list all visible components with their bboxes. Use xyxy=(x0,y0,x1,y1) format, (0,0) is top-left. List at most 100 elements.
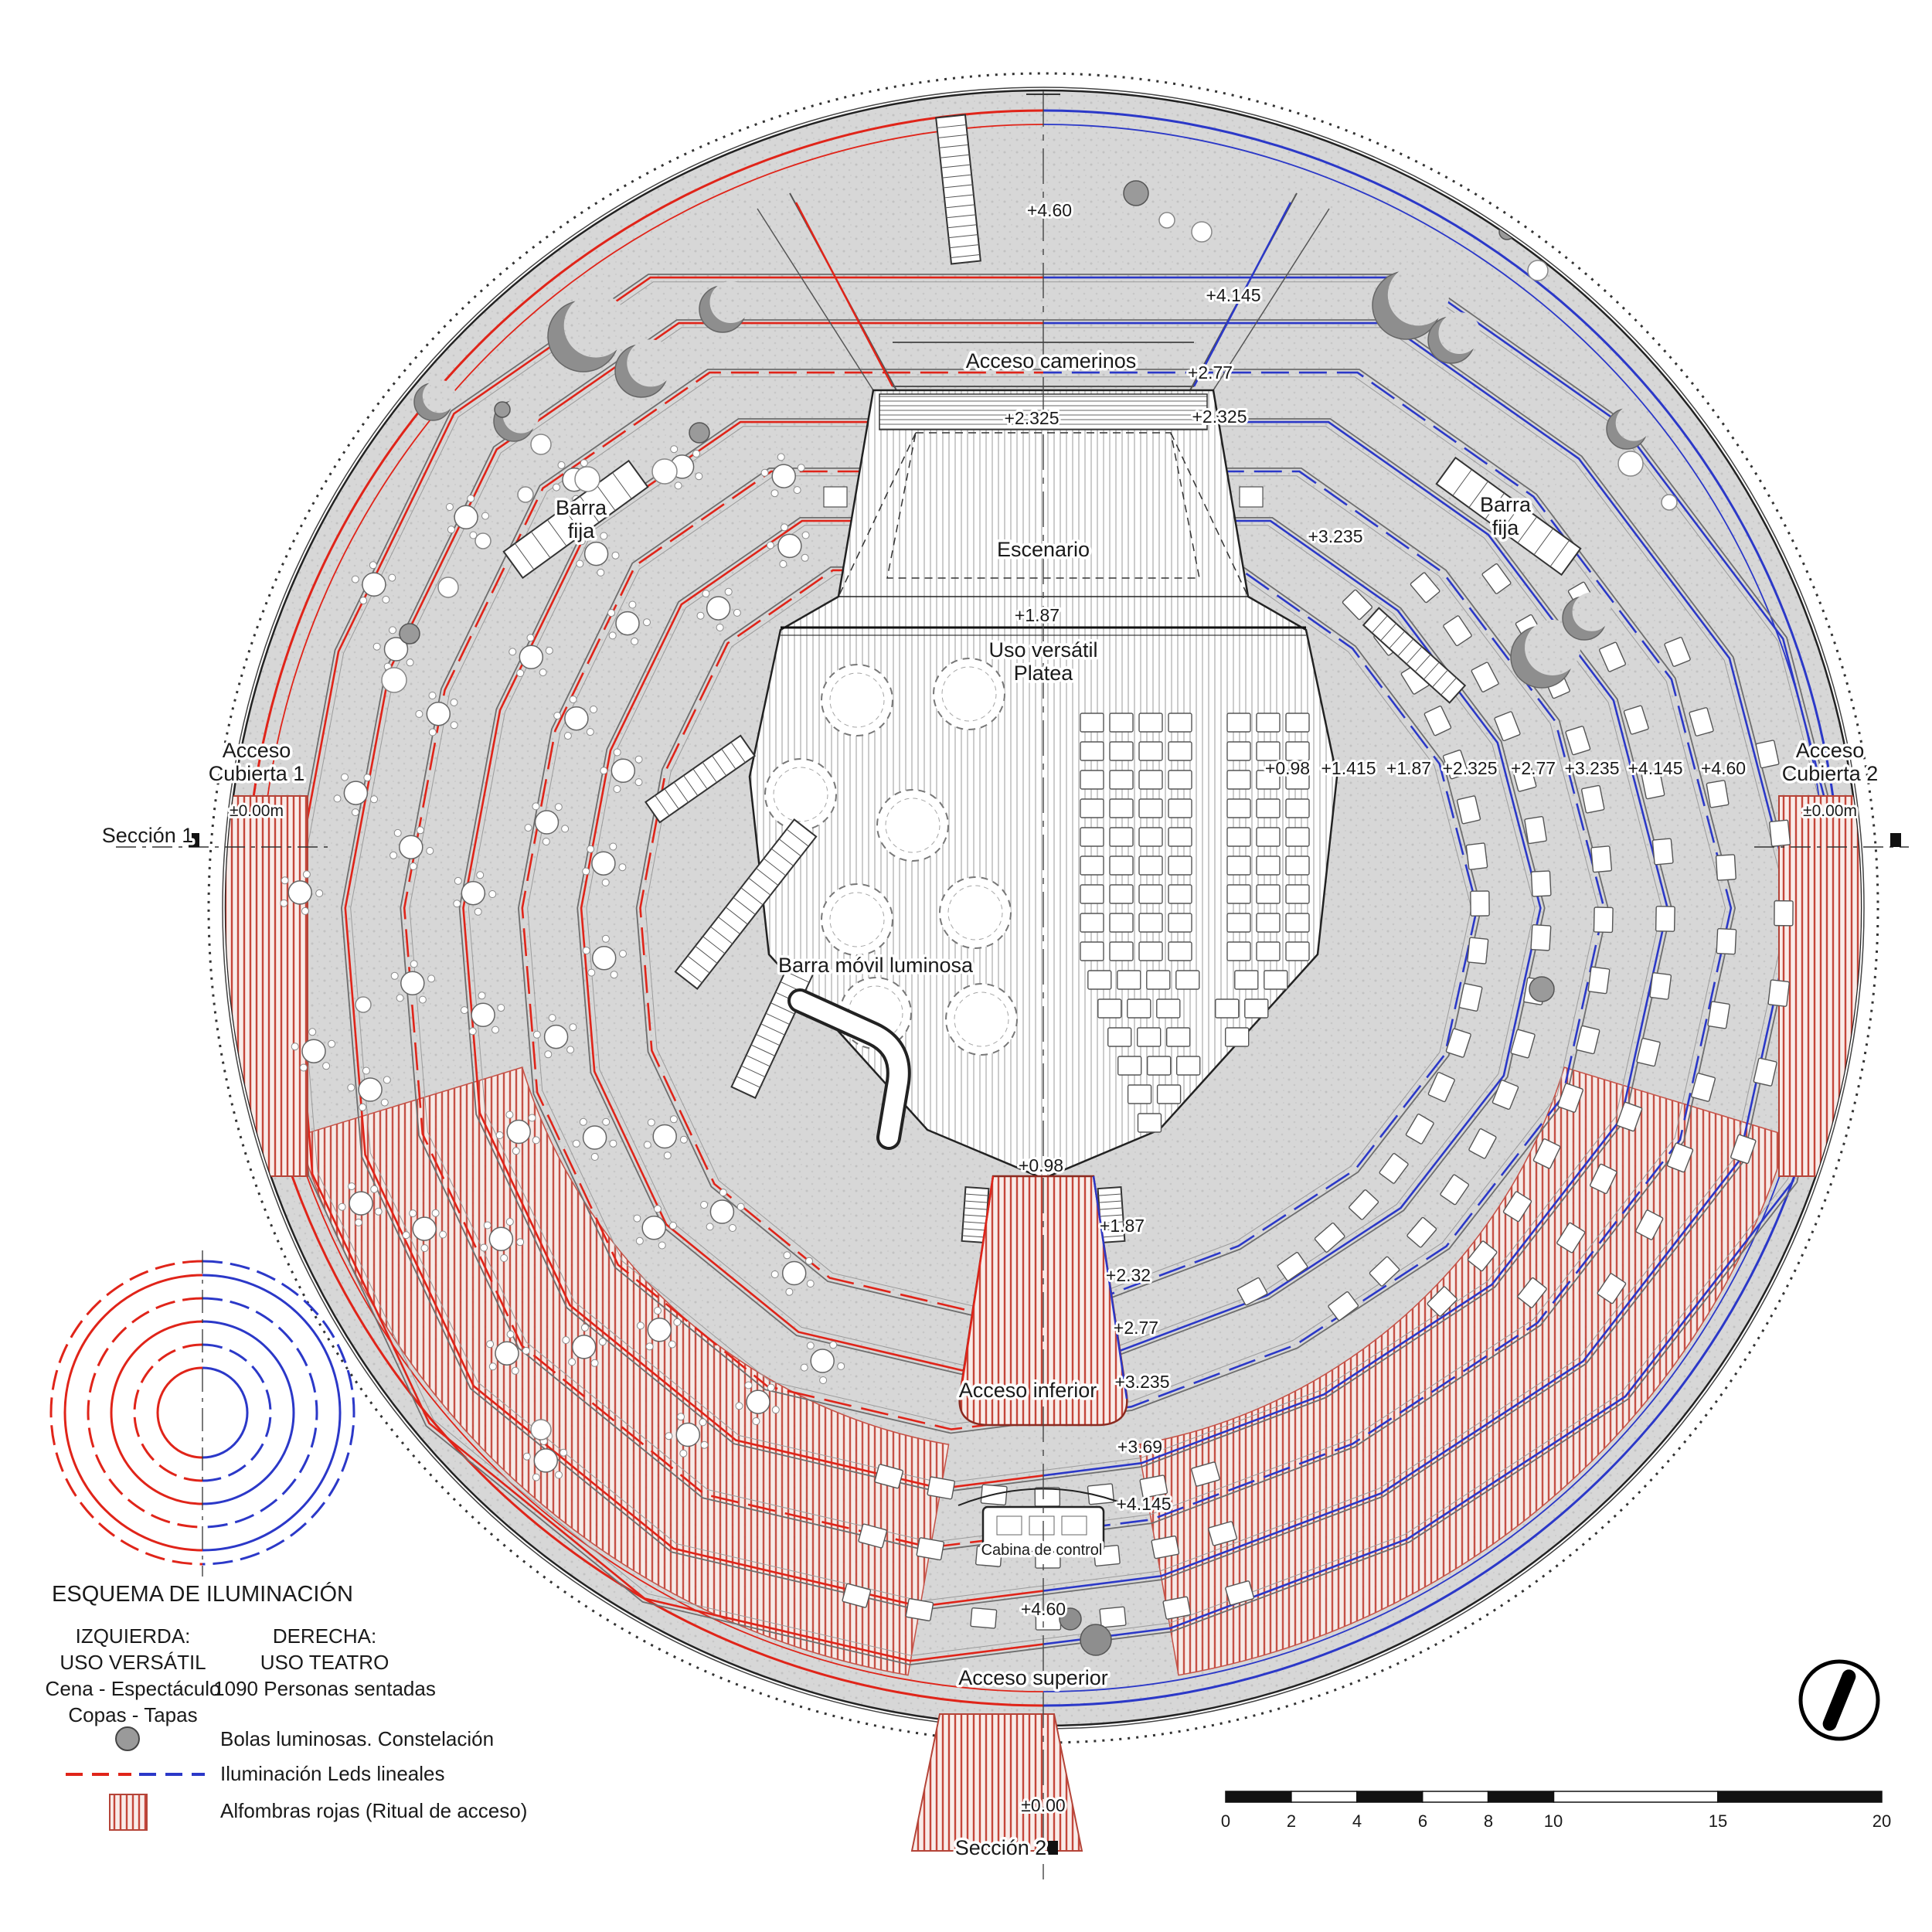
led-line-red xyxy=(344,321,1043,1608)
seat xyxy=(1467,1240,1498,1272)
seat xyxy=(1264,970,1288,990)
seat xyxy=(1226,941,1251,961)
uso-versatil-label: Uso versátil xyxy=(988,638,1097,662)
seat xyxy=(1328,1291,1359,1321)
round-table xyxy=(495,1111,540,1155)
seat xyxy=(1256,941,1281,961)
seat xyxy=(1151,1535,1180,1560)
seat-rows-right xyxy=(1236,563,1794,1321)
seat xyxy=(1256,827,1281,847)
round-table xyxy=(766,523,810,568)
seccion-1-label: Sección 1 xyxy=(102,824,194,847)
seat xyxy=(1117,1056,1142,1076)
elevation-label: +1.87 xyxy=(1386,758,1431,778)
seat xyxy=(1565,726,1591,756)
seat xyxy=(1138,855,1163,876)
seat xyxy=(1168,913,1192,933)
legend-left-col: USO VERSÁTIL xyxy=(60,1651,206,1674)
seat xyxy=(1256,884,1281,904)
luminous-ball-icon xyxy=(399,623,420,645)
elevation-label: +2.77 xyxy=(1114,1318,1158,1338)
left-entrance-carpet xyxy=(226,795,308,1177)
scheme-ring-blue xyxy=(202,1320,295,1505)
luminous-ball-icon xyxy=(474,532,492,549)
luminous-ball-icon xyxy=(1529,976,1555,1002)
luminous-ball-icon xyxy=(651,458,678,485)
seat xyxy=(1556,1222,1586,1253)
seat xyxy=(1080,827,1104,847)
seat xyxy=(1256,798,1281,818)
seat xyxy=(927,1476,955,1500)
seat xyxy=(1715,854,1736,881)
terrace-edge xyxy=(468,426,1662,1484)
seat xyxy=(1191,1461,1220,1487)
scheme-ring-red xyxy=(110,1320,203,1505)
elevation-label: +4.60 xyxy=(1701,758,1746,778)
seat xyxy=(1165,1027,1191,1047)
round-table xyxy=(643,1115,688,1160)
terrace-edge xyxy=(577,517,1546,1376)
seat xyxy=(1156,1084,1182,1104)
elevation-label: +4.145 xyxy=(1628,758,1683,778)
round-table xyxy=(665,1413,709,1458)
luminous-ball-icon xyxy=(494,401,511,418)
seat xyxy=(1224,1027,1250,1047)
luminous-ball-icon xyxy=(1158,212,1175,229)
round-table xyxy=(700,1189,745,1232)
elevation-label: +4.60 xyxy=(1027,200,1072,220)
legend-left-col: Copas - Tapas xyxy=(68,1703,197,1726)
banquet-table xyxy=(764,758,837,831)
seat xyxy=(1226,855,1251,876)
seat xyxy=(1099,1606,1127,1628)
seat xyxy=(1649,972,1672,1000)
bottom-entrance-carpet xyxy=(910,1713,1083,1852)
seat xyxy=(1107,1027,1132,1047)
seat xyxy=(1427,1072,1455,1103)
round-table xyxy=(582,934,627,979)
elevation-label: +3.235 xyxy=(1115,1372,1170,1392)
scale-tick: 0 xyxy=(1221,1811,1230,1831)
seat xyxy=(1494,711,1521,742)
led-line-red xyxy=(403,371,1043,1549)
tree-icon xyxy=(1427,312,1481,364)
seat xyxy=(1690,1073,1716,1102)
seat xyxy=(1168,941,1192,961)
seat xyxy=(1342,589,1373,621)
luminous-ball-icon xyxy=(530,434,552,455)
seat xyxy=(1636,1037,1661,1067)
seat xyxy=(1234,970,1259,990)
banquet-table xyxy=(933,658,1005,730)
seat xyxy=(1590,845,1613,873)
seat xyxy=(1369,1256,1400,1287)
stairs-top xyxy=(935,114,981,265)
seat xyxy=(1666,1142,1694,1173)
seat xyxy=(1168,827,1192,847)
seat xyxy=(1440,1174,1470,1206)
seat xyxy=(1755,740,1780,769)
round-table xyxy=(291,1028,336,1072)
seat xyxy=(1225,1580,1255,1606)
led-line-red xyxy=(521,470,1043,1430)
round-table xyxy=(760,453,805,498)
elevation-label: +4.145 xyxy=(1117,1494,1172,1514)
round-table xyxy=(658,445,703,490)
scale-bar-segment xyxy=(1487,1791,1555,1803)
seat xyxy=(1256,741,1281,761)
scheme-ring-red xyxy=(156,1366,203,1459)
seat xyxy=(1599,641,1626,672)
elevation-label: +1.415 xyxy=(1321,758,1376,778)
platea-label: Platea xyxy=(1014,662,1074,685)
seat xyxy=(1080,884,1104,904)
seat xyxy=(1256,713,1281,733)
seat xyxy=(1138,884,1163,904)
round-table xyxy=(582,842,627,886)
round-table xyxy=(562,1323,607,1367)
seat xyxy=(1109,770,1134,790)
seat xyxy=(1593,906,1614,934)
scale-tick: 8 xyxy=(1484,1811,1493,1831)
seat xyxy=(1138,770,1163,790)
seat xyxy=(1168,741,1192,761)
seat xyxy=(1510,1029,1536,1059)
seat xyxy=(1127,998,1151,1019)
elevation-label: ±0.00 xyxy=(1021,1795,1065,1815)
